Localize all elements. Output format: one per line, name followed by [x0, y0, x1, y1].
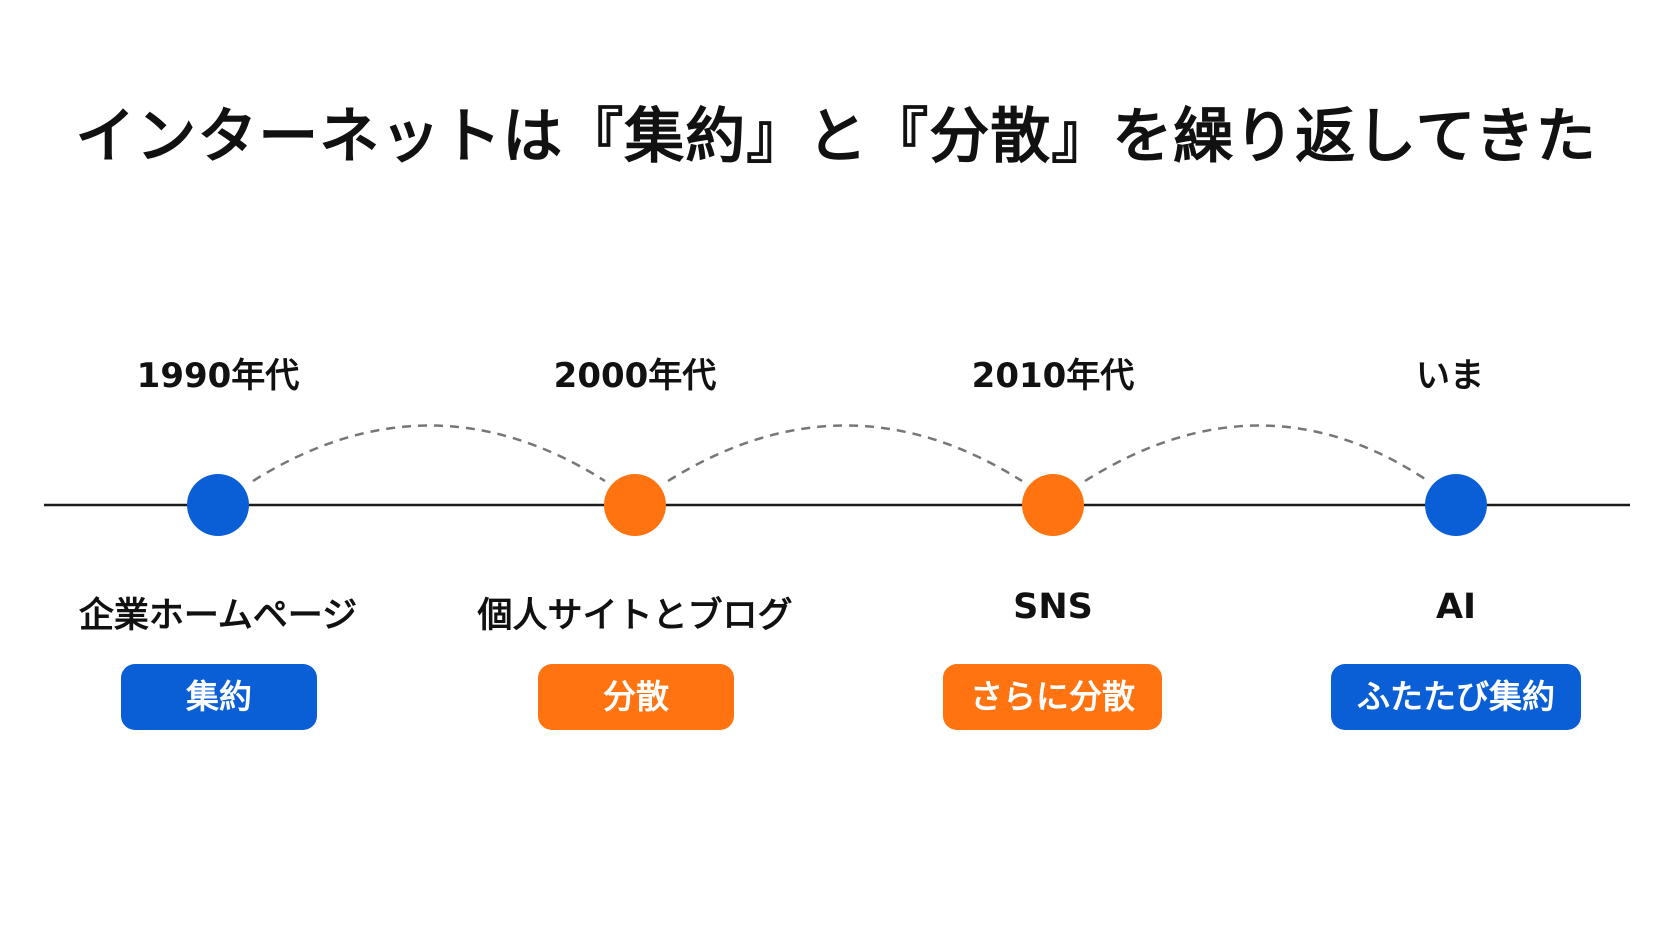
- status-badge-now: ふたたび集約: [1331, 664, 1581, 730]
- node-name-2000s: 個人サイトとブログ: [477, 596, 793, 636]
- era-label-now: いま: [1416, 356, 1484, 396]
- node-dot-2010s: [1022, 474, 1084, 536]
- era-label-2000s: 2000年代: [553, 356, 717, 396]
- diagram-title: インターネットは『集約』と『分散』を繰り返してきた: [75, 102, 1597, 172]
- era-label-2010s: 2010年代: [971, 356, 1135, 396]
- node-name-now: AI: [1435, 587, 1477, 627]
- node-name-2010s: SNS: [1013, 587, 1093, 627]
- node-dot-2000s: [604, 474, 666, 536]
- node-name-1990s: 企業ホームページ: [78, 596, 358, 636]
- era-label-1990s: 1990年代: [136, 356, 300, 396]
- transition-arc-3: [1084, 424, 1429, 483]
- transition-arc-2: [667, 424, 1023, 483]
- transition-arc-1: [252, 424, 606, 483]
- node-dot-1990s: [187, 474, 249, 536]
- node-dot-now: [1425, 474, 1487, 536]
- status-badge-2000s: 分散: [538, 664, 734, 730]
- status-badge-1990s: 集約: [121, 664, 317, 730]
- status-badge-2010s: さらに分散: [943, 664, 1162, 730]
